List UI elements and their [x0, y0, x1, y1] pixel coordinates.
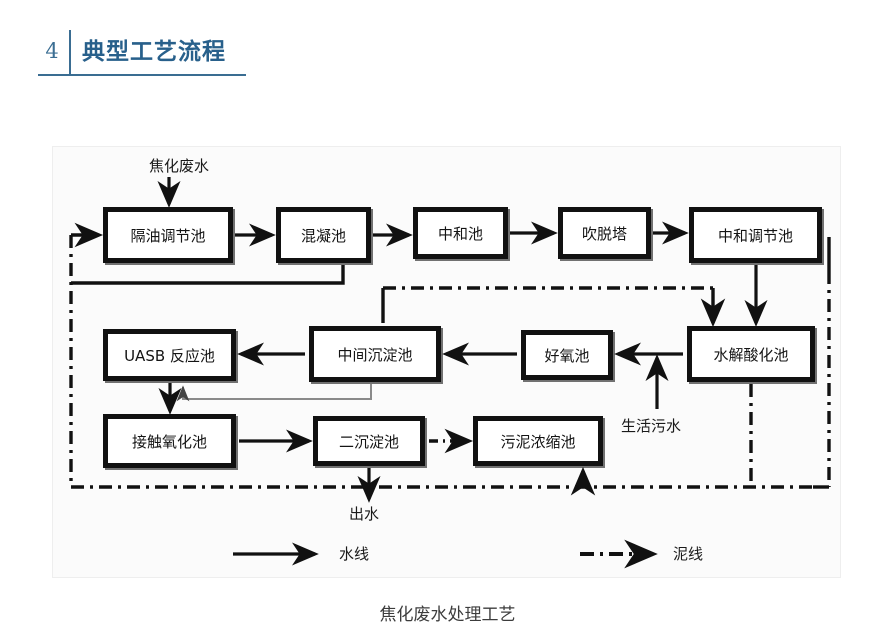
node-neutralization-equalization-tank[interactable]: 中和调节池 [689, 207, 822, 263]
sludge-line-group [69, 222, 831, 496]
sludge-return-line [176, 384, 372, 402]
legend-water-line-label: 水线 [339, 545, 370, 563]
section-number: 4 [45, 39, 59, 63]
node-aerobic-tank[interactable]: 好氧池 [521, 330, 613, 380]
figure-caption: 焦化废水处理工艺 [379, 605, 516, 625]
node-label: 接触氧化池 [131, 432, 207, 451]
node-neutralization-tank[interactable]: 中和池 [413, 207, 508, 259]
node-intermediate-sedimentation-tank[interactable]: 中间沉淀池 [309, 326, 441, 382]
node-oil-separation-equalization-tank[interactable]: 隔油调节池 [103, 207, 233, 263]
page-title: 典型工艺流程 [82, 39, 226, 65]
node-coagulation-tank[interactable]: 混凝池 [276, 207, 371, 263]
process-flow-diagram: 隔油调节池 混凝池 中和池 吹脱塔 中和调节池 UASB 反应池 中间沉淀池 好… [52, 146, 841, 578]
legend-sludge-line-label: 泥线 [673, 545, 704, 563]
node-label: 污泥浓缩池 [500, 432, 576, 451]
node-label: 吹脱塔 [581, 224, 627, 243]
node-label: 隔油调节池 [130, 226, 206, 245]
water-line-group [157, 177, 768, 503]
header-vertical-divider [69, 30, 71, 74]
node-uasb-reactor[interactable]: UASB 反应池 [103, 329, 236, 381]
label-effluent-outlet: 出水 [349, 505, 380, 523]
node-secondary-sedimentation-tank[interactable]: 二沉淀池 [313, 416, 425, 466]
node-label: 混凝池 [300, 226, 346, 245]
node-contact-oxidation-tank[interactable]: 接触氧化池 [103, 414, 236, 468]
label-coking-wastewater-inlet: 焦化废水 [149, 157, 210, 175]
flow-connectors-svg [69, 177, 831, 569]
node-label: 好氧池 [544, 346, 590, 365]
node-label: 中和调节池 [717, 226, 793, 245]
section-header: 4 典型工艺流程 [38, 28, 248, 76]
node-label: UASB 反应池 [124, 346, 215, 365]
node-label: 二沉淀池 [338, 432, 399, 451]
node-hydrolysis-acidification-tank[interactable]: 水解酸化池 [687, 326, 815, 382]
label-domestic-sewage: 生活污水 [621, 417, 682, 435]
header-underline [38, 74, 246, 76]
node-label: 中和池 [437, 224, 483, 243]
node-label: 水解酸化池 [713, 345, 789, 364]
node-label: 中间沉淀池 [337, 345, 413, 364]
node-sludge-thickening-tank[interactable]: 污泥浓缩池 [473, 416, 603, 466]
node-stripping-tower[interactable]: 吹脱塔 [558, 207, 651, 259]
